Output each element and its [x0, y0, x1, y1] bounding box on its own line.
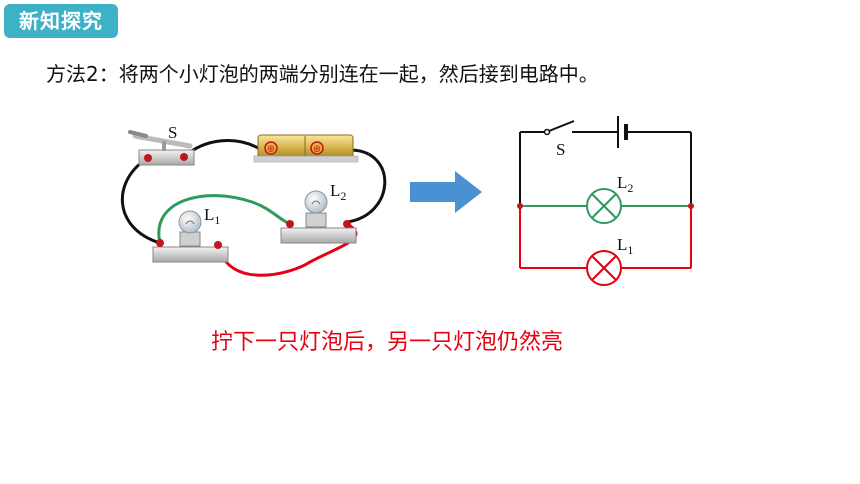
lamp2-label: L2 [330, 181, 346, 203]
section-badge: 新知探究 [4, 4, 118, 38]
conclusion-text: 拧下一只灯泡后，另一只灯泡仍然亮 [211, 330, 564, 355]
black-wire-right [346, 148, 387, 224]
method-text: 方法2：将两个小灯泡的两端分别连在一起，然后接到电路中。 [46, 62, 599, 86]
black-wire-top [182, 139, 259, 159]
schematic-lamp2-label: L2 [617, 173, 633, 195]
lamp1-label: L1 [204, 205, 220, 227]
junction-left [517, 203, 523, 209]
schematic-lamp2 [586, 188, 622, 224]
schematic-switch-label: S [556, 140, 565, 159]
lamp-holder-1 [152, 210, 229, 263]
lamp-holder-2 [280, 190, 357, 244]
schematic-lamp1 [586, 250, 622, 286]
junction-right [688, 203, 694, 209]
battery-plus-2: ⊕ [313, 144, 321, 155]
physical-circuit: S ⊕ ⊕ L1 [121, 123, 387, 277]
battery-plus-1: ⊕ [267, 144, 275, 155]
green-wire [157, 194, 291, 244]
black-wire-left [121, 156, 161, 245]
right-arrow [410, 171, 482, 213]
switch-label: S [168, 123, 177, 142]
schematic-lamp1-label: L1 [617, 235, 633, 257]
schematic-switch [548, 120, 575, 132]
knife-switch [128, 130, 195, 166]
schematic-circuit: S L2 L1 [517, 116, 694, 286]
battery: ⊕ ⊕ [253, 134, 359, 163]
